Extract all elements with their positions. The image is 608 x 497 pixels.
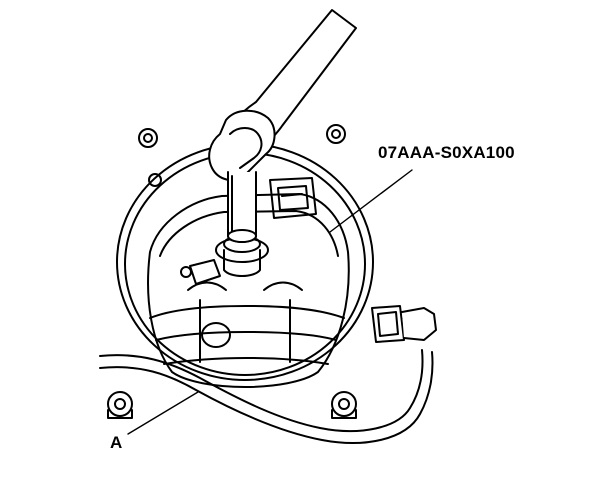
mounting-stud-bottom-left bbox=[108, 392, 132, 418]
mounting-stud-top-right bbox=[327, 125, 345, 143]
tool-number-callout: 07AAA-S0XA100 bbox=[378, 143, 515, 162]
fuel-pump-body bbox=[148, 194, 349, 387]
mounting-stud-bottom-right bbox=[332, 392, 356, 418]
pump-electrical-connector bbox=[270, 178, 316, 218]
special-tool-wrench bbox=[209, 10, 356, 242]
harness-left bbox=[100, 350, 433, 443]
mounting-stud-left bbox=[149, 174, 161, 186]
part-a-callout: A bbox=[110, 433, 123, 452]
leader-line-part-a bbox=[128, 392, 198, 434]
harness-connector-right bbox=[372, 306, 436, 342]
pump-fuel-fitting bbox=[181, 236, 268, 284]
leader-line-tool bbox=[330, 170, 412, 232]
mounting-stud-top-left bbox=[139, 129, 157, 147]
